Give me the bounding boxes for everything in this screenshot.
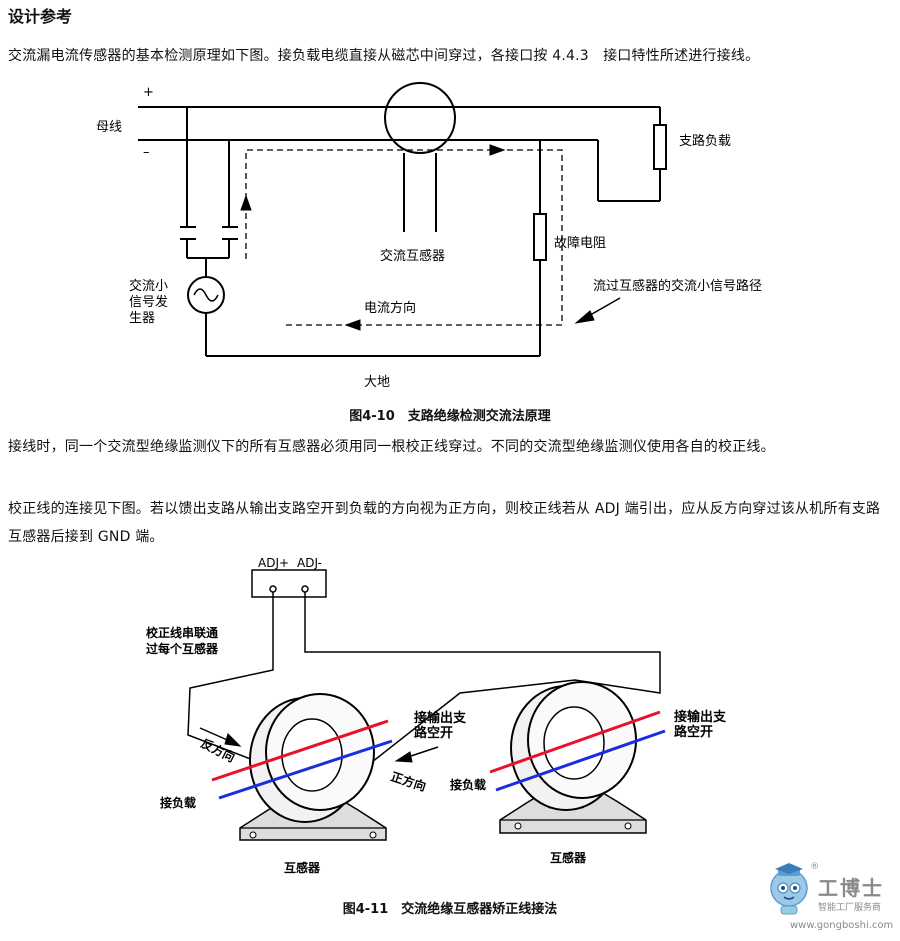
current-direction-label: 电流方向	[364, 300, 416, 316]
adj-terminal-box	[251, 569, 327, 598]
adj-minus-label: ADJ-	[297, 556, 322, 570]
adj-plus-label: ADJ+	[258, 556, 289, 570]
ac-transformer-label: 交流互感器	[380, 248, 445, 264]
fault-resistor	[533, 213, 547, 261]
forward-arrow-icon	[394, 751, 413, 763]
ct-right	[499, 681, 647, 834]
load-label-left: 接负载	[160, 795, 196, 810]
arrow-right-icon	[489, 144, 506, 156]
output-breaker-label-left-1: 接输出支	[414, 710, 467, 726]
pointer-arrow-icon	[574, 310, 595, 324]
generator-label-line2: 信号发	[129, 294, 168, 310]
figure-correction-wire-diagram: ADJ+ ADJ- 校正线串联通 过每个互感器 反方向 正方向 接输出支 路空开…	[146, 556, 727, 875]
paragraph-wiring-rule: 接线时，同一个交流型绝缘监测仪下的所有互感器必须用同一根校正线穿过。不同的交流型…	[8, 439, 775, 455]
load-label-right: 接负载	[450, 777, 486, 792]
watermark-url: www.gongboshi.com	[790, 920, 894, 931]
mascot-robot-icon	[770, 863, 808, 915]
watermark-registered: ®	[810, 862, 819, 872]
watermark: ® 工博士 智能工厂服务商 www.gongboshi.com	[760, 860, 900, 938]
figure1-caption: 图4-10 支路绝缘检测交流法原理	[349, 409, 551, 424]
branch-load-resistor	[653, 124, 667, 170]
plus-label: +	[143, 85, 154, 100]
arrow-left-icon	[344, 319, 361, 331]
series-label-line1: 校正线串联通	[146, 625, 218, 640]
busbar-label: 母线	[96, 120, 122, 135]
signal-path-label: 流过互感器的交流小信号路径	[593, 278, 762, 294]
generator-label-line1: 交流小	[129, 278, 168, 294]
ground-label: 大地	[364, 375, 390, 390]
figure2-caption: 图4-11 交流绝缘互感器矫正线接法	[342, 902, 558, 917]
generator-label-line3: 生器	[129, 311, 155, 326]
paragraph-correction-wire: 校正线的连接见下图。若以馈出支路从输出支路空开到负载的方向视为正方向，则校正线若…	[8, 501, 881, 545]
figure-ac-principle-diagram: + – 母线 支路负载 交流互感器 故障电阻 交流小 信号发 生器 流过互感器的…	[96, 82, 762, 390]
blue-cable-left	[218, 739, 393, 800]
output-breaker-label-left-2: 路空开	[414, 725, 453, 741]
paragraph-principle: 交流漏电流传感器的基本检测原理如下图。接负载电缆直接从磁芯中间穿过，各接口按 4…	[8, 48, 760, 64]
blue-cable-right	[495, 729, 666, 792]
ct-label-left: 互感器	[284, 860, 321, 875]
adj-minus-terminal-icon	[301, 585, 309, 593]
adj-plus-terminal-icon	[269, 585, 277, 593]
watermark-brand: 工博士	[818, 876, 884, 900]
section-title: 设计参考	[8, 7, 73, 26]
arrow-up-icon	[240, 194, 252, 211]
minus-label: –	[143, 145, 150, 160]
ct-label-right: 互感器	[550, 850, 587, 865]
ac-signal-generator-symbol	[187, 276, 225, 314]
forward-direction-label: 正方向	[389, 769, 428, 794]
branch-load-label: 支路负载	[679, 133, 731, 149]
ac-transformer-ring	[384, 82, 456, 154]
output-breaker-label-right-2: 路空开	[674, 724, 713, 740]
correction-wire	[187, 592, 661, 779]
red-cable-right	[489, 710, 661, 774]
red-cable-left	[211, 719, 389, 782]
fault-resistor-label: 故障电阻	[554, 236, 606, 251]
reverse-arrow-icon	[224, 733, 242, 747]
series-label-line2: 过每个互感器	[146, 641, 219, 656]
watermark-tagline: 智能工厂服务商	[818, 903, 882, 913]
output-breaker-label-right-1: 接输出支	[674, 709, 727, 725]
